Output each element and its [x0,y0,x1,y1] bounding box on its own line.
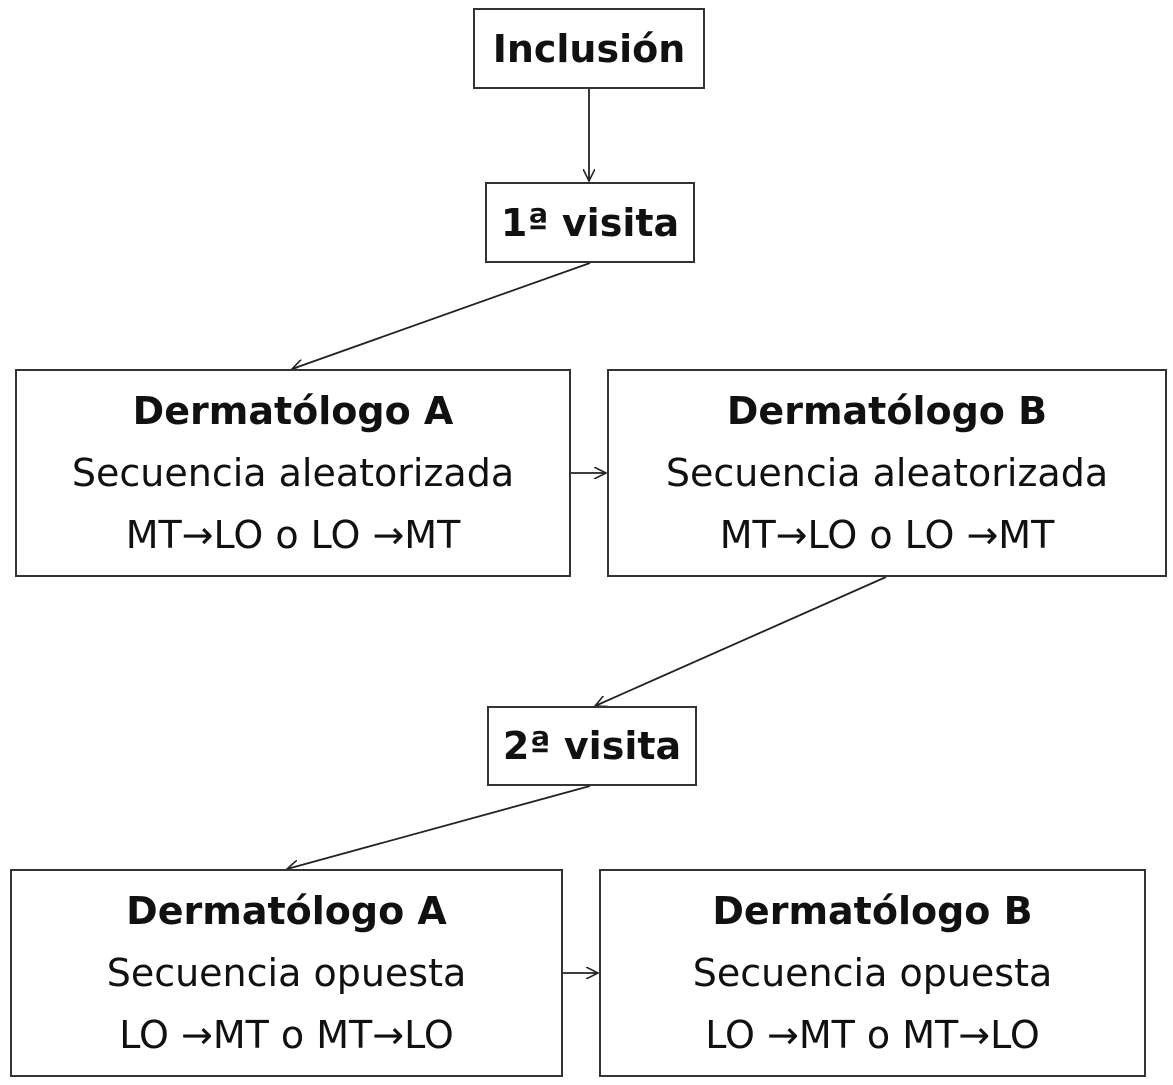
visit2-box: 2ª visita [487,706,697,786]
v2-dermatologist-a-sequence: Secuencia opuesta [106,951,467,995]
v2-dermatologist-b-sequence: Secuencia opuesta [692,951,1053,995]
v1-dermatologist-b-order: MT→LO o LO →MT [719,513,1055,557]
v2-dermatologist-a-title: Dermatólogo A [126,889,447,933]
v2-dermatologist-a-order: LO →MT o MT→LO [119,1013,454,1057]
v1-dermatologist-a-sequence: Secuencia aleatorizada [71,451,515,495]
v1-dermatologist-b-box: Dermatólogo B Secuencia aleatorizada MT→… [607,369,1167,577]
visit1-label: 1ª visita [500,200,680,245]
arrow-visit1-to-derm-a [292,262,591,369]
arrow-derm-b-to-visit2 [595,576,887,706]
visit1-box: 1ª visita [485,182,695,263]
inclusion-box: Inclusión [473,8,705,89]
v2-dermatologist-b-title: Dermatólogo B [712,889,1033,933]
arrow-visit2-to-derm-a [287,785,591,869]
v1-dermatologist-b-title: Dermatólogo B [726,389,1048,433]
v2-dermatologist-b-box: Dermatólogo B Secuencia opuesta LO →MT o… [599,869,1146,1077]
v1-dermatologist-a-box: Dermatólogo A Secuencia aleatorizada MT→… [15,369,571,577]
inclusion-label: Inclusión [492,26,686,71]
v2-dermatologist-b-order: LO →MT o MT→LO [705,1013,1040,1057]
v1-dermatologist-a-order: MT→LO o LO →MT [125,513,461,557]
v1-dermatologist-b-sequence: Secuencia aleatorizada [665,451,1109,495]
v2-dermatologist-a-box: Dermatólogo A Secuencia opuesta LO →MT o… [10,869,563,1077]
v1-dermatologist-a-title: Dermatólogo A [132,389,454,433]
visit2-label: 2ª visita [502,724,682,768]
